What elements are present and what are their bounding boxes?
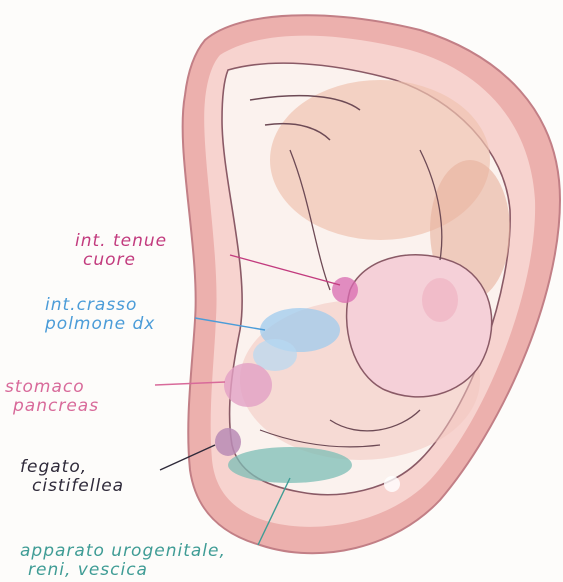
antitragus-lobe xyxy=(347,255,492,397)
label-liver-gallbladder: fegato, cistifellea xyxy=(20,458,124,496)
urogenital-dot xyxy=(384,476,400,492)
label-liver-line1: fegato, xyxy=(20,458,124,477)
zone-small-intestine-heart xyxy=(332,277,358,303)
zone-urogenital xyxy=(228,447,352,483)
label-urogenital: apparato urogenitale, reni, vescica xyxy=(20,542,226,580)
label-large-intestine-lung: int.crasso polmone dx xyxy=(45,296,155,334)
label-large-intestine-line2: polmone dx xyxy=(45,315,155,334)
label-large-intestine-line1: int.crasso xyxy=(45,296,155,315)
label-small-intestine-heart: int. tenue cuore xyxy=(75,232,167,270)
label-stomach-pancreas: stomaco pancreas xyxy=(5,378,99,416)
lobe-highlight xyxy=(422,278,458,322)
label-stomach-line1: stomaco xyxy=(5,378,99,397)
label-stomach-line2: pancreas xyxy=(5,397,99,416)
label-small-intestine-line2: cuore xyxy=(75,251,167,270)
label-small-intestine-line1: int. tenue xyxy=(75,232,167,251)
label-urogenital-line1: apparato urogenitale, xyxy=(20,542,226,561)
zone-liver-gallbladder xyxy=(215,428,241,456)
zone-stomach-pancreas xyxy=(224,363,272,407)
label-urogenital-line2: reni, vescica xyxy=(20,561,226,580)
label-liver-line2: cistifellea xyxy=(20,477,124,496)
